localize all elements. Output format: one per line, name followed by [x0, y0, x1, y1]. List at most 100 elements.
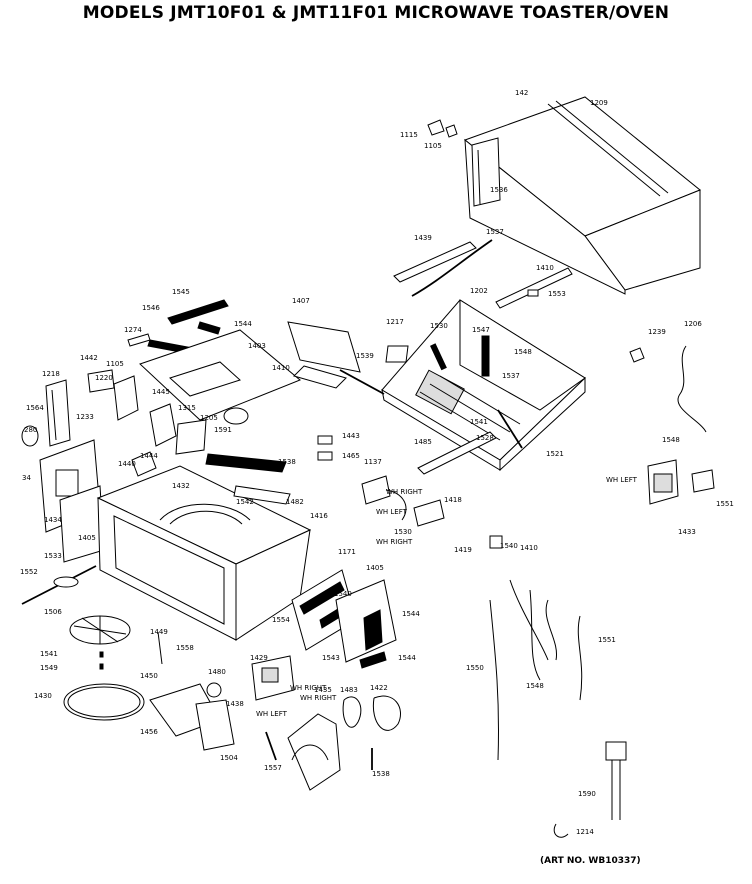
- part-label-1209: 1209: [590, 99, 608, 107]
- part-label-1528: 1528: [476, 434, 494, 442]
- part-label-1537: 1537: [486, 228, 504, 236]
- part-label-280: 280: [24, 426, 37, 434]
- part-label-1214: 1214: [576, 828, 594, 836]
- part-label-1439: 1439: [414, 234, 432, 242]
- part-label-1536: 1536: [490, 186, 508, 194]
- wire-mark: WH LEFT: [376, 508, 408, 516]
- front-frame: [96, 453, 312, 641]
- part-label-1542: 1542: [236, 498, 254, 506]
- part-label-1530: 1530: [430, 322, 448, 330]
- part-label-1274: 1274: [124, 326, 142, 334]
- part-label-1405b: 1405: [366, 564, 384, 572]
- part-label-1557: 1557: [264, 764, 282, 772]
- part-label-1537b: 1537: [502, 372, 520, 380]
- part-label-1558: 1558: [176, 644, 194, 652]
- part-label-1442: 1442: [80, 354, 98, 362]
- part-label-1504: 1504: [220, 754, 238, 762]
- part-label-1445: 1445: [152, 388, 170, 396]
- part-label-1444: 1444: [140, 452, 158, 460]
- part-label-1521: 1521: [546, 450, 564, 458]
- part-label-1548c: 1548: [526, 682, 544, 690]
- part-label-1450: 1450: [140, 672, 158, 680]
- part-label-1443: 1443: [342, 432, 360, 440]
- part-label-1533: 1533: [44, 552, 62, 560]
- part-label-1419: 1419: [454, 546, 472, 554]
- part-label-1483: 1483: [340, 686, 358, 694]
- wire-mark: WH RIGHT: [386, 488, 423, 496]
- part-label-1544: 1544: [234, 320, 252, 328]
- part-label-1485: 1485: [414, 438, 432, 446]
- oven-cavity: [381, 299, 586, 475]
- part-label-1546: 1546: [142, 304, 160, 312]
- part-label-1407: 1407: [292, 297, 310, 305]
- part-label-1553: 1553: [548, 290, 566, 298]
- art-number: (ART NO. WB10337): [540, 856, 641, 866]
- wire-mark: WH RIGHT: [376, 538, 413, 546]
- wire-mark: WH RIGHT: [290, 684, 327, 692]
- part-label-1541: 1541: [470, 418, 488, 426]
- part-label-1449: 1449: [150, 628, 168, 636]
- part-label-34: 34: [22, 474, 31, 482]
- part-label-1440: 1440: [118, 460, 136, 468]
- part-label-1115: 1115: [400, 131, 418, 139]
- part-label-1539: 1539: [356, 352, 374, 360]
- wire-marks: WH LEFT WH LEFT WH RIGHT WH RIGHT WH RIG…: [256, 476, 638, 718]
- part-label-1403: 1403: [248, 342, 266, 350]
- part-label-1538b: 1538: [372, 770, 390, 778]
- part-label-1315: 1315: [178, 404, 196, 412]
- part-label-142: 142: [515, 89, 528, 97]
- part-label-1540: 1540: [334, 590, 352, 598]
- part-label-1547: 1547: [472, 326, 490, 334]
- wire-mark: WH RIGHT: [300, 694, 337, 702]
- part-label-1530b: 1530: [394, 528, 412, 536]
- part-label-1540b: 1540: [500, 542, 518, 550]
- part-label-1206: 1206: [684, 320, 702, 328]
- part-label-1202: 1202: [470, 287, 488, 295]
- part-label-1105b: 1105: [106, 360, 124, 368]
- part-label-1541b: 1541: [40, 650, 58, 658]
- part-label-1239: 1239: [648, 328, 666, 336]
- part-label-1564: 1564: [26, 404, 44, 412]
- part-label-1591: 1591: [214, 426, 232, 434]
- part-label-1418: 1418: [444, 496, 462, 504]
- part-label-1205: 1205: [200, 414, 218, 422]
- part-label-1438: 1438: [226, 700, 244, 708]
- part-label-1551: 1551: [716, 500, 734, 508]
- part-label-1405: 1405: [78, 534, 96, 542]
- part-label-1422: 1422: [370, 684, 388, 692]
- part-label-1410: 1410: [536, 264, 554, 272]
- part-label-1105: 1105: [424, 142, 442, 150]
- outer-cabinet: [427, 96, 701, 295]
- part-label-1550: 1550: [466, 664, 484, 672]
- part-label-1552: 1552: [20, 568, 38, 576]
- part-label-1456: 1456: [140, 728, 158, 736]
- part-label-1218: 1218: [42, 370, 60, 378]
- part-label-1543: 1543: [322, 654, 340, 662]
- part-label-1434: 1434: [44, 516, 62, 524]
- stirrer-motor: [21, 565, 145, 721]
- part-label-1220: 1220: [95, 374, 113, 382]
- small-parts: [361, 345, 715, 549]
- part-label-1548: 1548: [514, 348, 532, 356]
- part-label-1548b: 1548: [662, 436, 680, 444]
- part-label-1554: 1554: [272, 616, 290, 624]
- part-label-1410c: 1410: [520, 544, 538, 552]
- part-label-1435: 1435: [314, 686, 332, 694]
- part-label-1480: 1480: [208, 668, 226, 676]
- part-label-1549: 1549: [40, 664, 58, 672]
- part-label-1465: 1465: [342, 452, 360, 460]
- wire-harness: [489, 579, 627, 838]
- part-label-1171: 1171: [338, 548, 356, 556]
- wire-mark: WH LEFT: [606, 476, 638, 484]
- part-labels: 142 1209 1115 1105 1536 1439 1537 1410 1…: [20, 89, 734, 836]
- wire-mark: WH LEFT: [256, 710, 288, 718]
- part-label-1545: 1545: [172, 288, 190, 296]
- part-label-1430: 1430: [34, 692, 52, 700]
- diagram-title: MODELS JMT10F01 & JMT11F01 MICROWAVE TOA…: [82, 3, 670, 23]
- part-label-1217: 1217: [386, 318, 404, 326]
- part-label-1432: 1432: [172, 482, 190, 490]
- part-label-1544b: 1544: [402, 610, 420, 618]
- top-brackets: [393, 239, 573, 309]
- part-label-1544c: 1544: [398, 654, 416, 662]
